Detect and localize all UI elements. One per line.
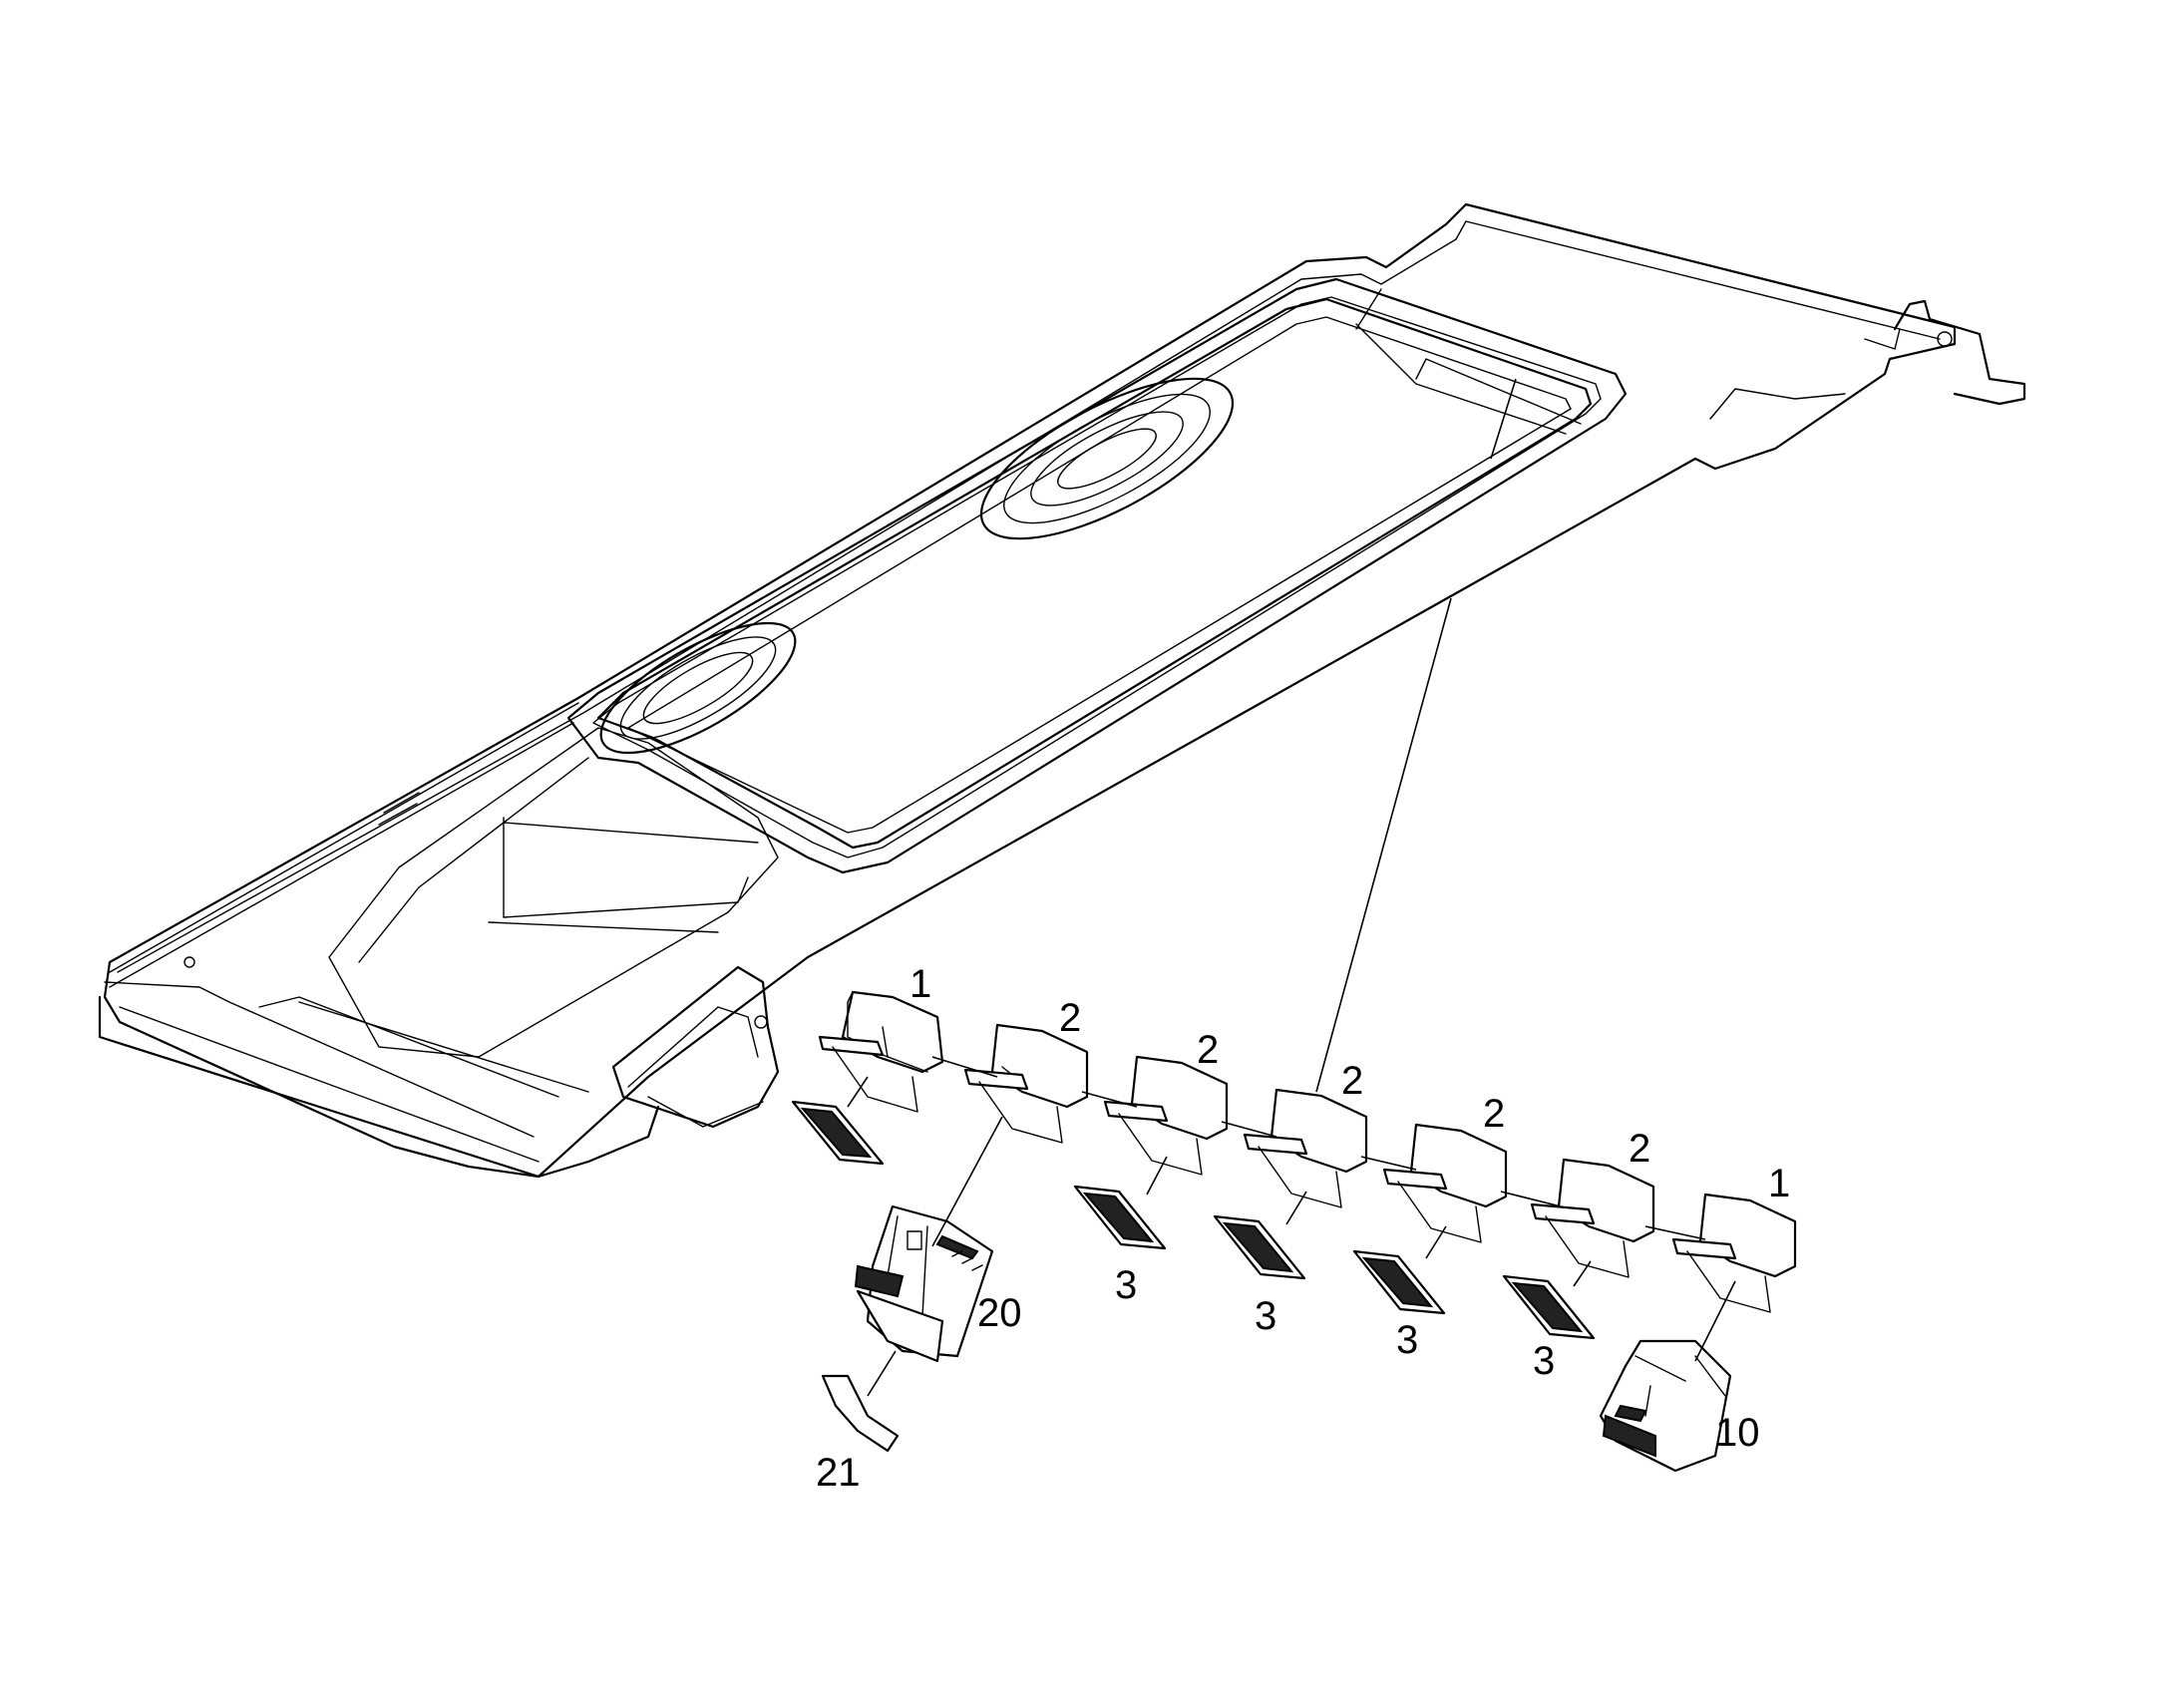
switch-row xyxy=(818,990,1797,1313)
gasket-row xyxy=(791,1076,1596,1340)
speaker-grille-upper xyxy=(979,377,1235,540)
callout-3-b: 3 xyxy=(1255,1294,1276,1338)
callout-2-a: 2 xyxy=(1059,996,1081,1040)
gasket-3a xyxy=(1073,1185,1167,1250)
blank-switch-2-c xyxy=(1243,1088,1368,1208)
callout-2-e: 2 xyxy=(1629,1127,1650,1171)
callouts: 1 2 2 2 2 2 1 3 3 3 3 20 21 10 xyxy=(816,962,1790,1495)
blank-switch-2-b xyxy=(1103,1055,1229,1176)
leader-frame-to-switches-lower xyxy=(1315,597,1452,1093)
leader-switch10 xyxy=(1694,1280,1736,1362)
lens-21 xyxy=(821,1374,900,1453)
leader-switch20 xyxy=(931,1116,1003,1247)
blank-switch-2-e xyxy=(1530,1158,1655,1278)
leader-lens21 xyxy=(867,1350,897,1397)
gasket-3c xyxy=(1352,1249,1446,1315)
callout-21: 21 xyxy=(816,1451,861,1495)
gasket-3b xyxy=(1213,1214,1306,1280)
speaker-grille-lower xyxy=(599,621,797,755)
blank-switch-2-d xyxy=(1382,1123,1508,1243)
callout-20: 20 xyxy=(977,1291,1022,1335)
callout-2-b: 2 xyxy=(1197,1028,1219,1072)
leader-frame-to-switches xyxy=(1490,378,1517,460)
gasket-3d xyxy=(1502,1274,1596,1340)
callout-2-c: 2 xyxy=(1341,1059,1363,1103)
callout-1-left: 1 xyxy=(909,962,931,1006)
overhead-console-frame xyxy=(98,202,2026,1179)
callout-10: 10 xyxy=(1715,1411,1760,1455)
blank-switch-1-right xyxy=(1671,1193,1797,1313)
callout-2-d: 2 xyxy=(1483,1092,1505,1136)
gasket-left xyxy=(791,1100,885,1166)
callout-3-d: 3 xyxy=(1533,1339,1555,1383)
callout-3-a: 3 xyxy=(1115,1263,1137,1307)
blank-switch-1-left xyxy=(818,990,944,1113)
callout-3-c: 3 xyxy=(1396,1318,1418,1362)
callout-1-right: 1 xyxy=(1768,1162,1790,1205)
rocker-switch-20 xyxy=(854,1204,994,1363)
blank-switch-2-a xyxy=(963,1023,1089,1144)
rocker-switch-10 xyxy=(1599,1339,1732,1473)
